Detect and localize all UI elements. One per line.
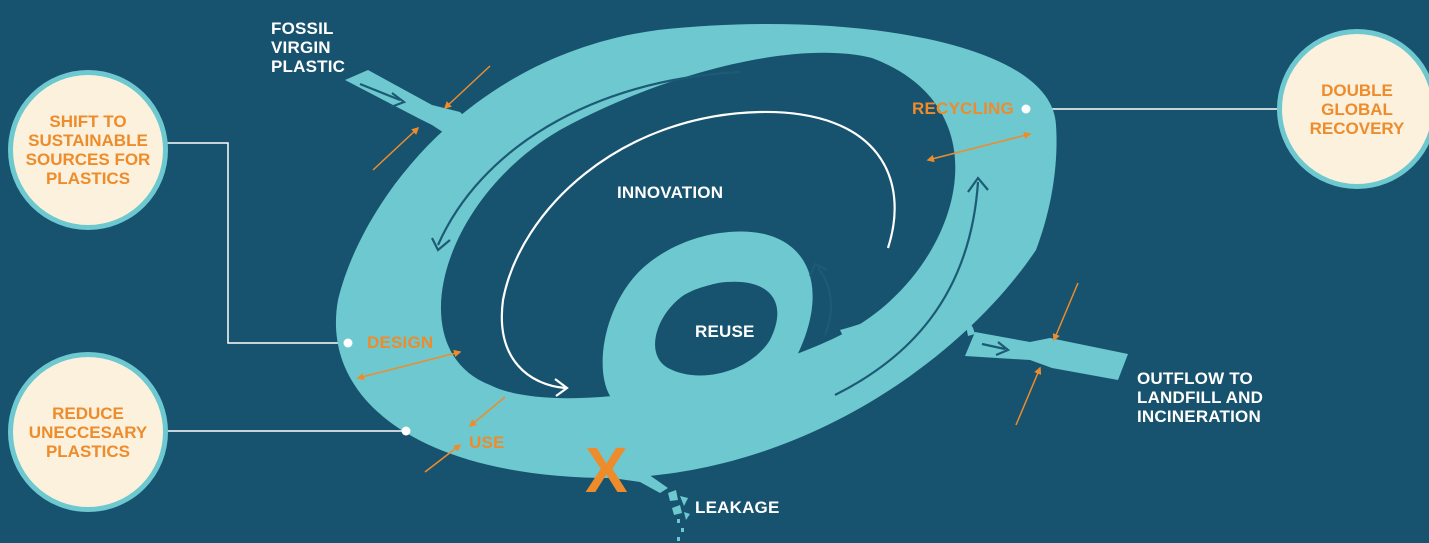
shift-circle-text: SHIFT TO SUSTAINABLE SOURCES FOR PLASTIC… — [26, 112, 151, 188]
reduce-line-2: UNECCESARY — [28, 422, 148, 442]
circle-shift-to-sustainable: SHIFT TO SUSTAINABLE SOURCES FOR PLASTIC… — [8, 70, 168, 230]
fossil-line-2: VIRGIN — [271, 38, 331, 57]
outflow-pipe — [965, 332, 1128, 380]
flow-arrow-reuse — [817, 267, 832, 336]
double-circle-text: DOUBLE GLOBAL RECOVERY — [1310, 81, 1405, 138]
leakage-label: LEAKAGE — [695, 498, 780, 517]
double-line-1: DOUBLE — [1321, 80, 1393, 100]
innovation-arrow — [500, 110, 896, 390]
orange-arrow-use-top — [468, 396, 506, 427]
shift-line-1: SHIFT TO — [49, 112, 127, 131]
orange-arrow-outflow-bottom — [1015, 366, 1042, 426]
circle-double-global-recovery: DOUBLE GLOBAL RECOVERY — [1277, 29, 1429, 189]
flow-arrow-outflow — [981, 342, 1006, 351]
flow-arrow-right — [834, 181, 980, 396]
orange-arrow-outflow-top — [1052, 282, 1079, 342]
orange-arrow-inflow-bottom — [372, 126, 420, 171]
reduce-circle-text: REDUCE UNECCESARY PLASTICS — [29, 404, 147, 461]
dot-use — [401, 426, 411, 436]
recycling-tail — [840, 230, 1000, 350]
connector-shift-design — [165, 142, 348, 344]
fossil-line-3: PLASTIC — [271, 57, 346, 76]
shift-line-2: SUSTAINABLE — [28, 131, 148, 150]
shift-line-4: PLASTICS — [45, 169, 131, 188]
flow-arrow-inflow — [359, 82, 401, 102]
design-label: DESIGN — [367, 333, 434, 352]
outflow-line-2: LANDFILL AND — [1137, 388, 1264, 407]
use-label: USE — [469, 433, 505, 452]
dot-recycling — [1021, 104, 1031, 114]
orange-arrow-recycling — [926, 131, 1032, 163]
main-loop — [335, 24, 1057, 478]
orange-arrow-design — [356, 349, 462, 381]
fossil-label: FOSSIL VIRGIN PLASTIC — [271, 19, 345, 76]
inflow-pipe — [345, 70, 478, 160]
recycling-label: RECYCLING — [912, 99, 1014, 118]
outflow-label: OUTFLOW TO LANDFILL AND INCINERATION — [1137, 369, 1263, 426]
outflow-line-1: OUTFLOW TO — [1137, 369, 1253, 388]
dot-design — [343, 338, 353, 348]
outflow-line-3: INCINERATION — [1137, 407, 1261, 426]
orange-arrow-use-bottom — [424, 444, 462, 473]
fossil-line-1: FOSSIL — [271, 19, 334, 38]
orange-arrow-inflow-top — [443, 65, 491, 110]
innovation-label: INNOVATION — [617, 183, 724, 202]
reuse-label: REUSE — [695, 322, 755, 341]
reuse-loop — [602, 231, 813, 424]
double-line-3: RECOVERY — [1309, 118, 1405, 138]
circle-reduce-unnecessary: REDUCE UNECCESARY PLASTICS — [8, 352, 168, 512]
shift-line-3: SOURCES FOR — [25, 150, 151, 169]
reduce-line-1: REDUCE — [52, 403, 124, 423]
double-line-2: GLOBAL — [1321, 99, 1393, 119]
flow-arrow-top — [436, 70, 741, 246]
reduce-line-3: PLASTICS — [45, 441, 131, 461]
leakage-fragments — [668, 490, 690, 541]
leak-x-mark: X — [585, 434, 628, 506]
